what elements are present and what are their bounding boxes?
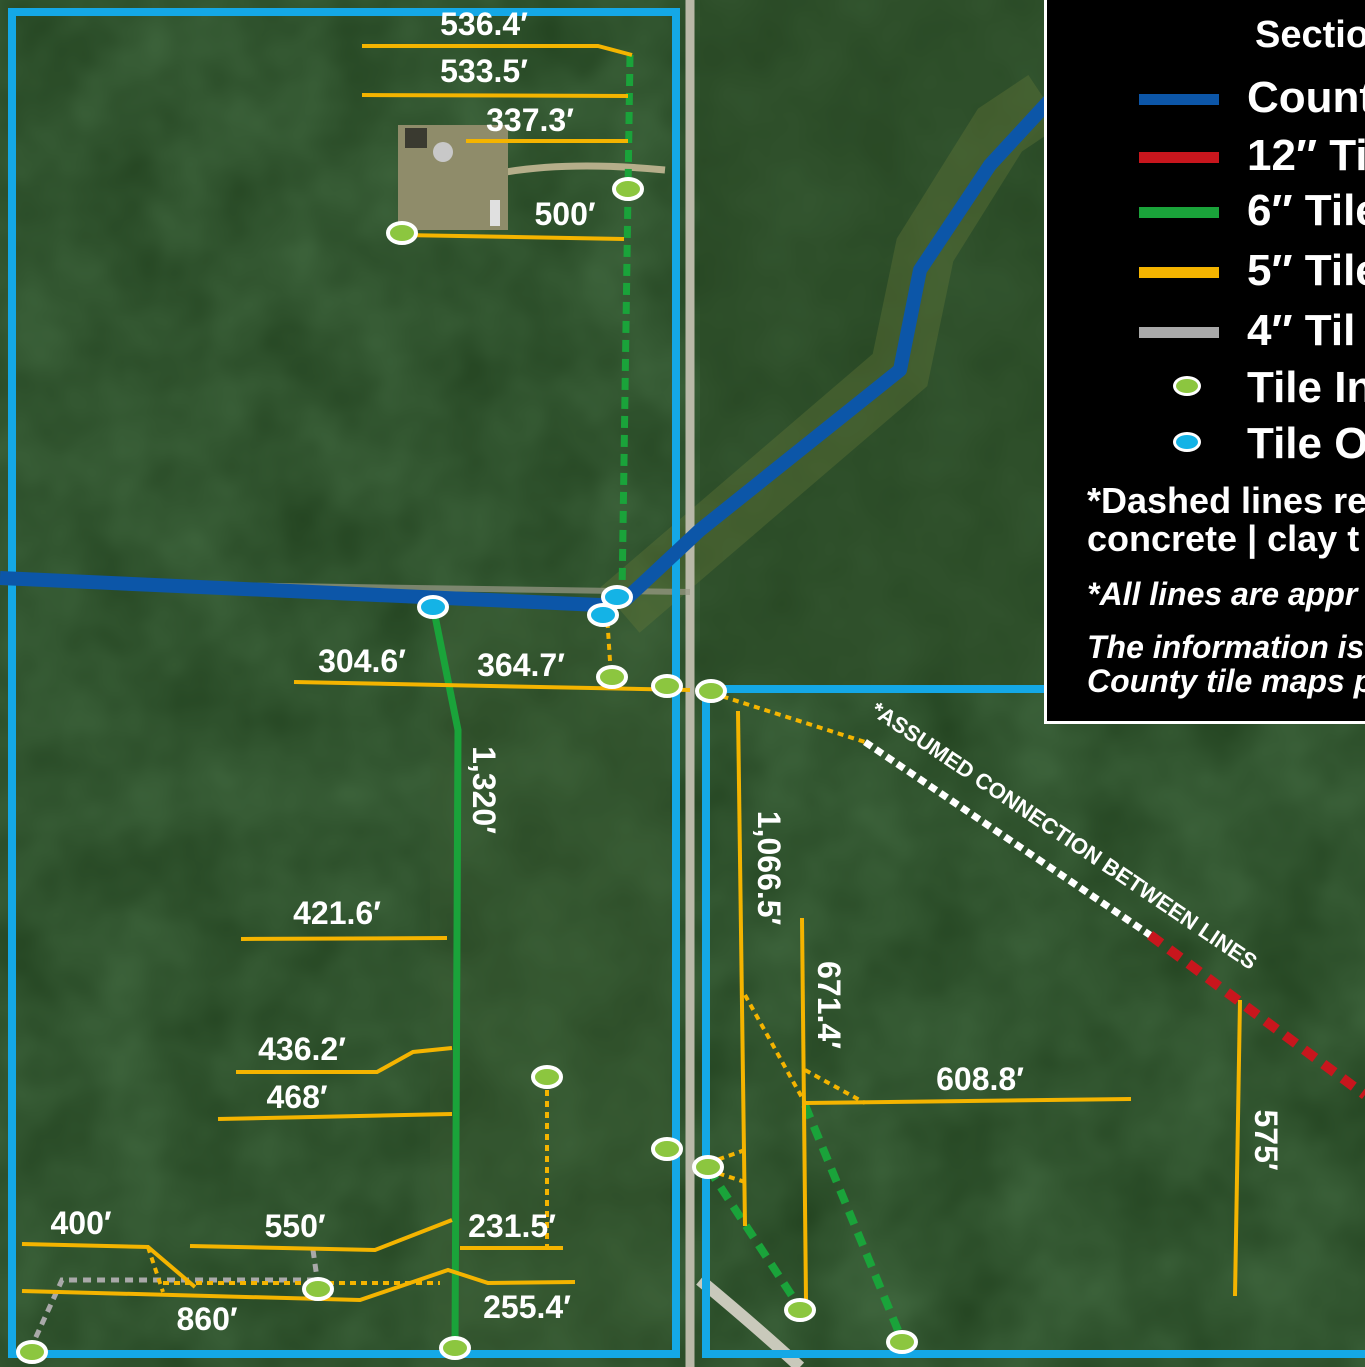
farm-shed [490,200,500,226]
tile6-main-1320 [429,605,462,1349]
legend-title: Sectio [1255,14,1365,56]
length-label: 575′ [1248,1109,1284,1170]
legend-note-line: The information is [1087,629,1365,665]
tile6-dashed-north [618,54,634,597]
length-label: 421.6′ [293,895,381,931]
tile-inlet-marker [886,1330,918,1354]
legend-row-5in: 5″ Tile [1047,245,1365,301]
length-label: 860′ [176,1301,237,1337]
road-curve-se [696,1275,805,1367]
legend-label: County [1247,73,1365,122]
tile-outlet-marker [587,603,619,627]
length-label: 436.2′ [258,1031,346,1067]
length-label: 533.5′ [440,53,528,89]
tile5-swatch [1139,267,1219,278]
legend-row-outlet: Tile O [1047,418,1365,474]
tile-inlet-marker [531,1065,563,1089]
tile-inlet-marker [695,679,727,703]
farm-building [405,128,427,148]
legend-label: 4″ Til [1247,306,1356,355]
tile-outlets [417,585,633,627]
length-label: 550′ [264,1208,325,1244]
legend-note-line: concrete | clay t [1087,518,1360,559]
tile5-lines-east [736,710,1242,1301]
legend-label: Tile O [1247,419,1365,468]
inlet-dot-icon [1173,376,1201,396]
grain-bin [433,142,453,162]
length-label: 255.4′ [483,1289,571,1325]
tile-inlet-marker [651,674,683,698]
tile-inlet-marker [386,221,418,245]
tile-inlet-marker [302,1277,334,1301]
legend-label: 5″ Tile [1247,246,1365,295]
outlet-dot-icon [1173,432,1201,452]
tile-inlet-marker [439,1336,471,1360]
assumed-connection-line [863,739,1152,938]
length-label: 304.6′ [318,643,406,679]
tile-inlet-marker [784,1298,816,1322]
tile-inlet-marker [651,1137,683,1161]
field-sw-strip [430,600,670,1350]
legend-label: 12″ Ti [1247,131,1365,180]
length-label: 400′ [50,1205,111,1241]
tile-inlets [16,177,918,1364]
legend-label: 6″ Tile [1247,186,1365,235]
tile6-dashed-se-2 [801,1103,906,1342]
length-label: 1,066.5′ [751,811,787,926]
tile4-dashed-sw [27,1277,320,1352]
legend-note-line: *Dashed lines re [1087,480,1365,521]
tile-outlet-marker [417,595,449,619]
length-label: 1,320′ [466,746,502,834]
length-label: 671.4′ [811,961,847,1049]
length-label: 536.4′ [440,6,528,42]
legend-note-approx: *All lines are appr [1087,576,1358,612]
legend-row-6in: 6″ Tile [1047,185,1365,241]
length-label: 468′ [266,1079,327,1115]
tile-inlet-marker [612,177,644,201]
legend-label: Tile In [1247,363,1365,412]
legend-row-inlet: Tile In [1047,362,1365,418]
tile-outlet-marker [601,585,633,609]
tile-inlet-marker [596,665,628,689]
length-label: 608.8′ [936,1061,1024,1097]
tile4-swatch [1139,327,1219,338]
tile12-dashed [1147,930,1365,1100]
legend-note-line: County tile maps p [1087,663,1365,699]
tile12-swatch [1139,152,1219,163]
county-swatch [1139,94,1219,105]
length-label: 337.3′ [486,102,574,138]
length-label: 231.5′ [468,1208,556,1244]
legend-row-12in: 12″ Ti [1047,130,1365,186]
map-legend: Sectio County 12″ Ti 6″ Tile 5″ Tile 4″ … [1044,0,1365,724]
legend-note-info: The information is County tile maps p [1087,630,1365,698]
legend-row-county: County [1047,72,1365,128]
tile-inlet-marker [692,1155,724,1179]
legend-note-dashed: *Dashed lines re concrete | clay t [1087,482,1365,558]
length-label: 364.7′ [477,647,565,683]
tile6-dashed-se-1 [704,1165,804,1311]
tile-inlet-marker [16,1340,48,1364]
length-label: 500′ [534,196,595,232]
tile5-dashed-east [707,691,866,1184]
legend-row-4in: 4″ Til [1047,305,1365,361]
tile6-swatch [1139,207,1219,218]
